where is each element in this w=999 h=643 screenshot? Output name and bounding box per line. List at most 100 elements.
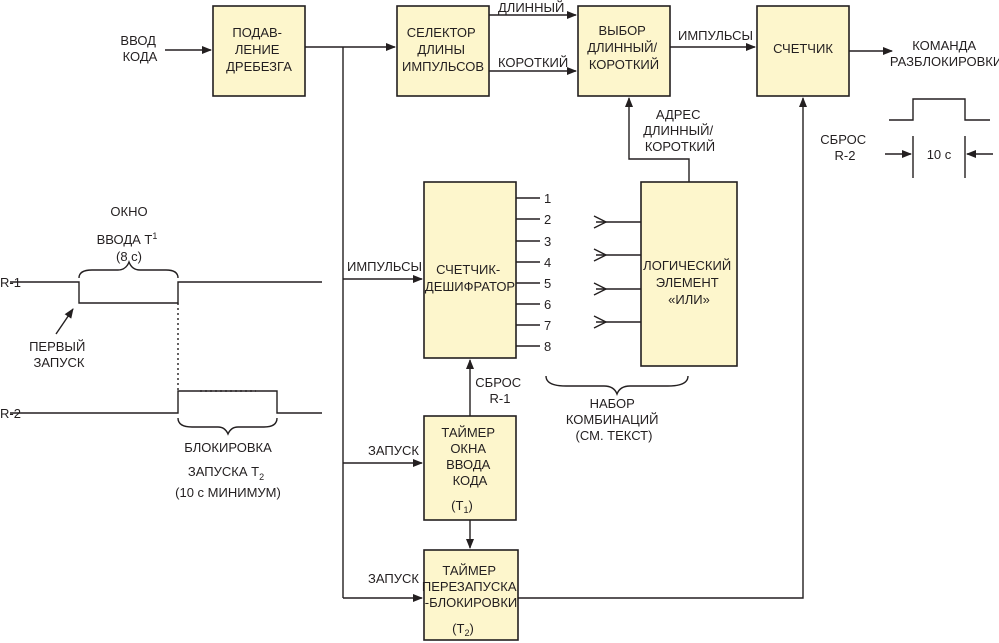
timer1-line-1: ТАЙМЕР	[441, 425, 495, 440]
reset-r2-line-2: R-2	[835, 148, 856, 163]
command-line-2: РАЗБЛОКИРОВКИ	[890, 54, 999, 69]
window-label: ВВОДА T	[97, 232, 153, 247]
svg-text:ПОДАВ- ЛЕНИЕ ДРЕБЕ: ПОДАВ- ЛЕНИЕ ДРЕБЕЗГА	[226, 25, 292, 74]
svg-text:ВЫБОР ДЛИННЫЙ/ КОР: ВЫБОР ДЛИННЫЙ/ КОРОТКИЙ	[587, 23, 661, 72]
debounce-line-2: ЛЕНИЕ	[235, 42, 280, 57]
decoder-outputs: 1 2 3 4 5 6 7 8	[544, 191, 551, 354]
window-duration: (8 с)	[116, 249, 142, 264]
choice-line-2: ДЛИННЫЙ/	[587, 40, 657, 55]
svg-text:НАБОР КОМБИНАЦИЙ (СМ.: НАБОР КОМБИНАЦИЙ (СМ. ТЕКСТ)	[566, 396, 662, 443]
pulses-mid-label: ИМПУЛЬСЫ	[347, 259, 422, 274]
selector-block: СЕЛЕКТОР ДЛИНЫ ИМПУЛЬСОВ	[396, 5, 490, 97]
or-gate-block: ЛОГИЧЕСКИЙ ЭЛЕМЕНТ «ИЛИ»	[640, 181, 738, 367]
long-label: ДЛИННЫЙ	[498, 0, 564, 15]
first-start-line-2: ЗАПУСК	[34, 355, 85, 370]
timer1-sub: 1	[463, 505, 468, 515]
or-gate-line-2: ЭЛЕМЕНТ	[656, 275, 719, 290]
combos-line-2: КОМБИНАЦИЙ	[566, 412, 659, 427]
counter-block: СЧЕТЧИК	[756, 5, 850, 97]
output-5: 5	[544, 276, 551, 291]
command-line-1: КОМАНДА	[912, 38, 976, 53]
svg-text:АДРЕС ДЛИННЫЙ/ КОРОТКИ: АДРЕС ДЛИННЫЙ/ КОРОТКИЙ	[643, 107, 717, 154]
output-pulse: 10 с	[885, 98, 993, 178]
debounce-line-3: ДРЕБЕЗГА	[226, 59, 292, 74]
start1-label: ЗАПУСК	[368, 443, 419, 458]
choice-line-1: ВЫБОР	[599, 23, 646, 38]
choice-block: ВЫБОР ДЛИННЫЙ/ КОРОТКИЙ	[577, 5, 671, 97]
output-8: 8	[544, 339, 551, 354]
first-start-line-1: ПЕРВЫЙ	[29, 339, 85, 354]
selector-line-2: ДЛИНЫ	[417, 42, 465, 57]
svg-text:СБРОС R-1: СБРОС R-1	[475, 375, 524, 406]
address-line-1: АДРЕС	[656, 107, 701, 122]
block-label: ЗАПУСКА T	[188, 464, 259, 479]
window-sub: 1	[152, 231, 157, 241]
output-6: 6	[544, 297, 551, 312]
wire-reset-r2	[518, 97, 807, 599]
first-start-arrow	[55, 308, 74, 335]
window-brace	[78, 260, 179, 279]
timer2-block: ТАЙМЕР ПЕРЕЗАПУСКА -БЛОКИРОВКИ (T2)	[422, 549, 520, 641]
or-gate-line-3: «ИЛИ»	[668, 292, 710, 307]
combos-brace	[545, 375, 689, 396]
pulse-width-label: 10 с	[927, 147, 952, 162]
selector-line-3: ИМПУЛЬСОВ	[402, 59, 484, 74]
timer2-sub: 2	[464, 628, 469, 638]
svg-text:СБРОС R-2: СБРОС R-2	[820, 132, 869, 163]
debounce-block: ПОДАВ- ЛЕНИЕ ДРЕБЕЗГА	[212, 5, 306, 97]
svg-text:ТАЙМЕР ОКНА ВВОДА: ТАЙМЕР ОКНА ВВОДА КОДА	[441, 425, 498, 488]
svg-text:(T2): (T2)	[452, 621, 474, 638]
svg-text:ЛОГИЧЕСКИЙ ЭЛЕМЕНТ: ЛОГИЧЕСКИЙ ЭЛЕМЕНТ «ИЛИ»	[643, 258, 735, 307]
code-in-line-2: КОДА	[123, 49, 158, 64]
wiring	[165, 11, 893, 602]
output-1: 1	[544, 191, 551, 206]
decoder-line-1: СЧЕТЧИК-	[436, 262, 500, 277]
svg-text:ПЕРВЫЙ ЗАПУСК: ПЕРВЫЙ ЗАПУСК	[29, 339, 89, 370]
svg-text:СЧЕТЧИК- ДЕШИФРАТОР: СЧЕТЧИК- ДЕШИФРАТОР	[425, 262, 515, 294]
timing-diagram: R-1 R-2 ОКНО ВВОДА T1 (8 с) ПЕРВЫЙ ЗАПУС…	[0, 204, 322, 500]
timer1-block: ТАЙМЕР ОКНА ВВОДА КОДА (T1)	[423, 415, 517, 521]
choice-line-3: КОРОТКИЙ	[589, 57, 659, 72]
reset-r2-line-1: СБРОС	[820, 132, 866, 147]
r1-label: R-1	[0, 275, 21, 290]
decoder-block: СЧЕТЧИК- ДЕШИФРАТОР	[423, 181, 517, 359]
combos-line-3: (СМ. ТЕКСТ)	[576, 428, 653, 443]
block-title: БЛОКИРОВКА	[184, 440, 272, 455]
wire-address	[625, 97, 690, 182]
timer1-line-3: ВВОДА	[446, 457, 491, 472]
selector-line-1: СЕЛЕКТОР	[407, 25, 476, 40]
address-line-3: КОРОТКИЙ	[645, 139, 715, 154]
r2-waveform	[10, 390, 322, 414]
code-in-line-1: ВВОД	[120, 33, 156, 48]
start2-label: ЗАПУСК	[368, 571, 419, 586]
block-brace	[177, 417, 278, 436]
pulses-top-label: ИМПУЛЬСЫ	[678, 28, 753, 43]
address-line-2: ДЛИННЫЙ/	[643, 123, 713, 138]
or-inputs	[593, 215, 641, 329]
svg-text:(T1): (T1)	[451, 498, 473, 515]
svg-text:ТАЙМЕР ПЕРЕЗАПУСКА: ТАЙМЕР ПЕРЕЗАПУСКА -БЛОКИРОВКИ	[422, 563, 520, 610]
timer2-tag: (T	[452, 621, 464, 636]
reset-r1-line-1: СБРОС	[475, 375, 521, 390]
r2-label: R-2	[0, 406, 21, 421]
output-3: 3	[544, 234, 551, 249]
block-duration: (10 с МИНИМУМ)	[175, 485, 281, 500]
r1-waveform	[10, 281, 322, 304]
output-4: 4	[544, 255, 551, 270]
timer2-line-2: ПЕРЕЗАПУСКА	[422, 579, 517, 594]
decoder-line-2: ДЕШИФРАТОР	[425, 279, 515, 294]
block-sub: 2	[259, 472, 264, 482]
combos-line-1: НАБОР	[590, 396, 635, 411]
debounce-line-1: ПОДАВ-	[232, 25, 282, 40]
reset-r1-line-2: R-1	[490, 391, 511, 406]
timer2-line-3: -БЛОКИРОВКИ	[425, 595, 518, 610]
svg-text:ВВОД КОДА: ВВОД КОДА	[120, 33, 159, 64]
svg-text:ЗАПУСКА T2: ЗАПУСКА T2	[188, 464, 264, 482]
counter-line-1: СЧЕТЧИК	[773, 41, 833, 56]
output-7: 7	[544, 318, 551, 333]
svg-text:ВВОДА T1: ВВОДА T1	[97, 231, 158, 247]
svg-text:КОМАНДА РАЗБЛОКИРОВКИ: КОМАНДА РАЗБЛОКИРОВКИ	[890, 38, 999, 69]
svg-text:СЧЕТЧИК: СЧЕТЧИК	[773, 41, 833, 56]
timer1-tag: (T	[451, 498, 463, 513]
